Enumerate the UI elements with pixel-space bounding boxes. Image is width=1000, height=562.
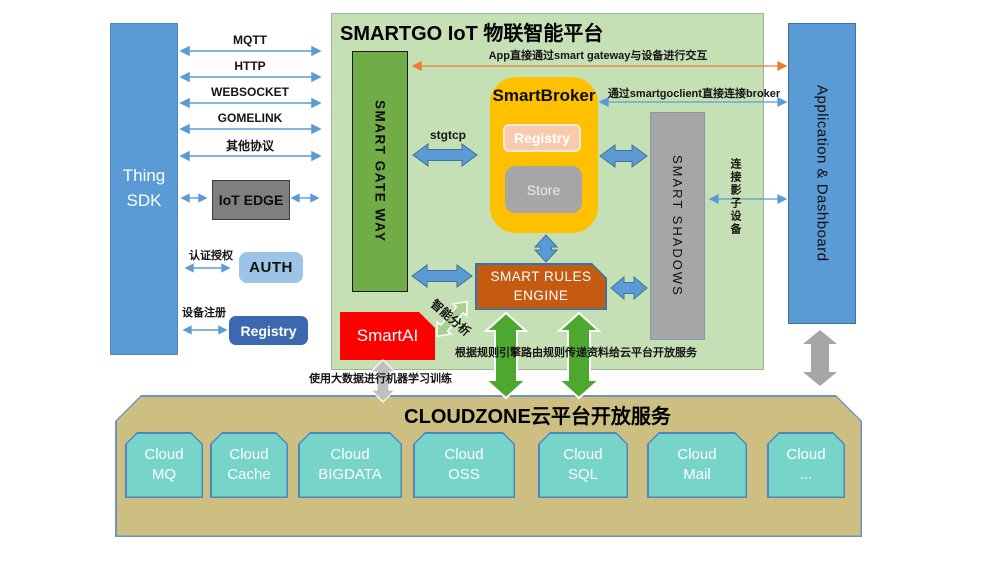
rules-engine-box: SMART RULES ENGINE [475, 263, 607, 310]
registry-caption: 设备注册 [182, 307, 226, 319]
broker-store-box: Store [505, 166, 582, 213]
iot-edge-box: IoT EDGE [212, 180, 290, 220]
ml-training-label: 使用大数据进行机器学习训练 [309, 373, 452, 385]
cloudzone-title: CLOUDZONE云平台开放服务 [404, 406, 671, 428]
smart-shadows-box: SMART SHADOWS [650, 112, 705, 340]
cloud-service: Cloud ... [767, 432, 845, 498]
cloud-service-label: Cloud SQL [563, 445, 603, 483]
thing-sdk-label: Thing SDK [122, 166, 166, 210]
auth-label: AUTH [249, 259, 293, 276]
registry-label: Registry [240, 322, 297, 339]
cloud-service: Cloud Mail [647, 432, 747, 498]
broker-registry-box: Registry [503, 124, 581, 152]
stgtcp-label: stgtcp [430, 128, 466, 142]
connect-shadow-label: 连接影子设备 [729, 158, 741, 236]
rules-to-cloud-label: 根据规则引擎路由规则传递资料给云平台开放服务 [455, 347, 697, 359]
cloud-service: Cloud MQ [125, 432, 203, 498]
registry-box: Registry [229, 316, 308, 345]
protocol-label: 其他协议 [225, 139, 274, 153]
broker-registry-label: Registry [513, 130, 571, 146]
application-dashboard-box: Application & Dashboard [788, 23, 856, 324]
thing-sdk-box: Thing SDK [110, 23, 178, 355]
app-via-gateway-label: App直接通过smart gateway与设备进行交互 [488, 50, 708, 62]
protocol-label: GOMELINK [217, 111, 283, 125]
protocol-label: MQTT [233, 33, 267, 47]
iot-edge-label: IoT EDGE [218, 192, 284, 208]
rules-engine-label: SMART RULES ENGINE [490, 269, 592, 303]
cloud-service-label: Cloud BIGDATA [318, 445, 382, 483]
auth-caption: 认证授权 [189, 250, 233, 262]
smart-ai-label: SmartAI [356, 326, 419, 345]
cloud-service: Cloud BIGDATA [298, 432, 402, 498]
cloud-service-label: Cloud OSS [444, 445, 484, 483]
cloud-service: Cloud OSS [413, 432, 515, 498]
smart-ai-box: SmartAI [340, 312, 435, 360]
cloud-service-label: Cloud Cache [227, 445, 271, 483]
application-dashboard-label: Application & Dashboard [813, 85, 831, 262]
cloud-service-label: Cloud ... [786, 445, 826, 483]
diagram-title: SMARTGO IoT 物联智能平台 [340, 23, 604, 45]
auth-box: AUTH [239, 252, 303, 283]
cloud-service: Cloud SQL [538, 432, 628, 498]
cloud-service: Cloud Cache [210, 432, 288, 498]
client-to-broker-label: 通过smartgoclient直接连接broker [607, 88, 781, 100]
broker-store-label: Store [526, 181, 561, 198]
smart-gateway-box: SMART GATE WAY [352, 51, 408, 292]
smart-shadows-label: SMART SHADOWS [670, 155, 685, 297]
cloud-service-label: Cloud MQ [144, 445, 184, 483]
protocol-label: HTTP [234, 59, 266, 73]
smart-gateway-label: SMART GATE WAY [372, 100, 388, 243]
cloud-service-label: Cloud Mail [677, 445, 717, 483]
app-cloud-arrow [803, 330, 837, 386]
smartbroker-box: SmartBroker Registry Store [490, 77, 598, 233]
protocol-label: WEBSOCKET [211, 85, 289, 99]
smartbroker-title: SmartBroker [492, 86, 596, 105]
